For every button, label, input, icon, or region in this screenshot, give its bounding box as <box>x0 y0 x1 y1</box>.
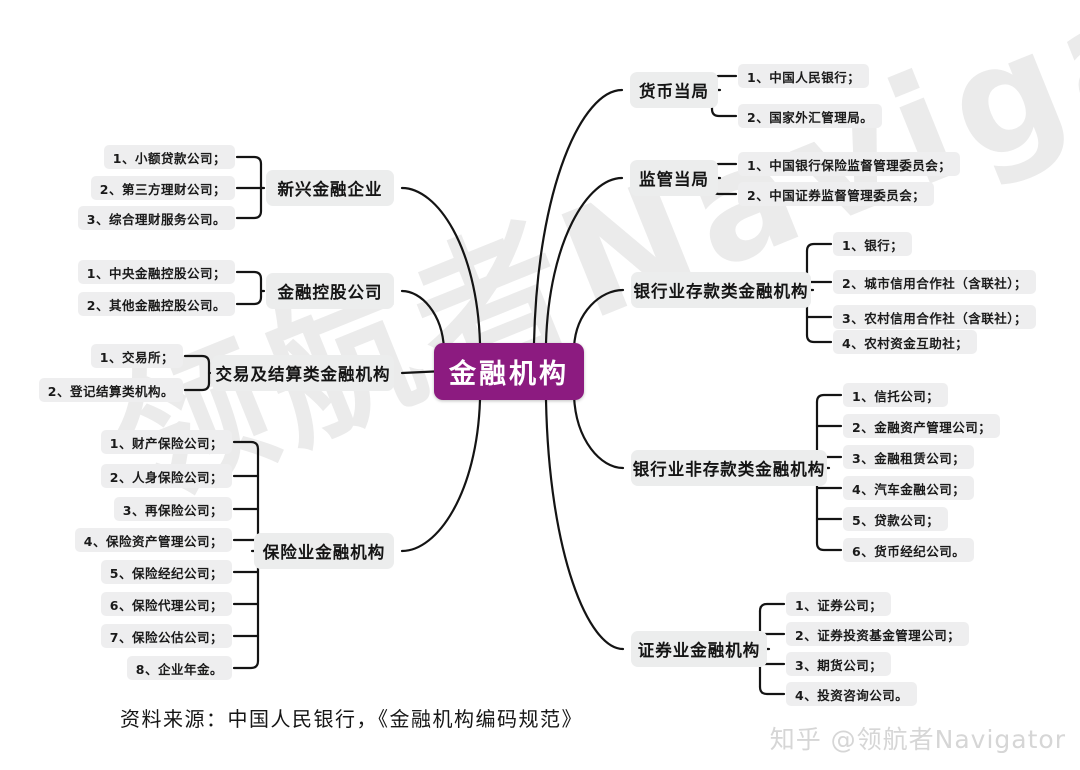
branch-trading-settlement[interactable]: 交易及结算类金融机构 <box>212 355 394 391</box>
leaf-item[interactable]: 2、其他金融控股公司。 <box>77 292 235 316</box>
leaf-item[interactable]: 4、投资咨询公司。 <box>786 682 918 706</box>
leaf-label: 3、综合理财服务公司。 <box>86 211 226 227</box>
leaf-item[interactable]: 2、登记结算类机构。 <box>38 378 183 402</box>
leaf-item[interactable]: 1、证券公司； <box>786 592 892 616</box>
leaf-item[interactable]: 1、交易所； <box>90 344 183 368</box>
branch-label: 证券业金融机构 <box>637 641 761 660</box>
leaf-label: 7、保险公估公司； <box>109 629 223 645</box>
root-label: 金融机构 <box>449 359 569 390</box>
watermark-attribution: 知乎 @领航者Navigator <box>769 725 1066 754</box>
leaf-item[interactable]: 4、农村资金互助社； <box>833 330 978 354</box>
branch-insurance[interactable]: 保险业金融机构 <box>254 533 394 569</box>
leaf-item[interactable]: 3、综合理财服务公司。 <box>77 206 235 230</box>
leaf-label: 4、汽车金融公司； <box>852 481 966 497</box>
leaf-label: 1、中国银行保险监督管理委员会； <box>747 157 952 173</box>
leaf-label: 4、投资咨询公司。 <box>795 687 909 703</box>
source-citation: 资料来源：中国人民银行，《金融机构编码规范》 <box>120 707 583 731</box>
branch-label: 监管当局 <box>639 170 709 189</box>
leaf-label: 2、国家外汇管理局。 <box>747 109 874 125</box>
leaf-label: 2、第三方理财公司； <box>99 181 226 197</box>
leaf-label: 1、中国人民银行； <box>747 69 861 85</box>
leaf-label: 4、保险资产管理公司； <box>83 533 223 549</box>
leaf-item[interactable]: 4、保险资产管理公司； <box>74 528 232 552</box>
leaf-item[interactable]: 1、财产保险公司； <box>100 430 232 454</box>
leaf-item[interactable]: 1、银行； <box>833 232 913 256</box>
leaf-label: 8、企业年金。 <box>135 661 223 677</box>
leaf-label: 2、证券投资基金管理公司； <box>795 627 961 643</box>
leaf-label: 3、再保险公司； <box>122 502 223 518</box>
leaf-item[interactable]: 2、第三方理财公司； <box>90 176 235 200</box>
branch-label: 银行业非存款类金融机构 <box>632 460 826 479</box>
leaf-label: 2、其他金融控股公司。 <box>86 297 226 313</box>
leaf-item[interactable]: 3、金融租赁公司； <box>843 445 975 469</box>
leaf-label: 3、期货公司； <box>795 657 883 673</box>
branch-banking-non-deposit[interactable]: 银行业非存款类金融机构 <box>631 450 827 486</box>
leaf-label: 5、贷款公司； <box>852 512 940 528</box>
leaf-item[interactable]: 2、金融资产管理公司； <box>843 414 1001 438</box>
branch-financial-holding[interactable]: 金融控股公司 <box>266 273 394 309</box>
leaf-item[interactable]: 1、中国人民银行； <box>738 64 870 88</box>
leaf-item[interactable]: 2、国家外汇管理局。 <box>738 104 883 128</box>
leaf-item[interactable]: 1、中国银行保险监督管理委员会； <box>738 152 961 176</box>
leaf-item[interactable]: 2、城市信用合作社（含联社）； <box>833 270 1036 294</box>
leaf-label: 2、城市信用合作社（含联社）； <box>842 275 1027 291</box>
branch-label: 货币当局 <box>639 82 709 101</box>
leaf-item[interactable]: 2、证券投资基金管理公司； <box>786 622 970 646</box>
branch-securities[interactable]: 证券业金融机构 <box>631 631 767 667</box>
leaf-label: 2、中国证券监督管理委员会； <box>747 187 926 203</box>
leaf-item[interactable]: 8、企业年金。 <box>126 656 232 680</box>
leaf-label: 1、中央金融控股公司； <box>86 265 226 281</box>
branch-banking-deposit[interactable]: 银行业存款类金融机构 <box>631 272 811 308</box>
leaf-label: 1、信托公司； <box>852 388 940 404</box>
leaf-label: 6、保险代理公司； <box>109 597 223 613</box>
branch-label: 银行业存款类金融机构 <box>633 282 809 301</box>
leaf-label: 2、金融资产管理公司； <box>852 419 992 435</box>
leaf-item[interactable]: 1、小额贷款公司； <box>103 145 235 169</box>
branch-emerging-finance[interactable]: 新兴金融企业 <box>266 170 394 206</box>
leaf-label: 6、货币经纪公司。 <box>852 543 966 559</box>
root-node[interactable]: 金融机构 <box>434 343 584 400</box>
leaf-label: 1、财产保险公司； <box>109 435 223 451</box>
leaf-label: 1、小额贷款公司； <box>112 150 226 166</box>
branch-monetary-authority[interactable]: 货币当局 <box>630 72 718 108</box>
leaf-item[interactable]: 1、中央金融控股公司； <box>77 260 235 284</box>
branch-label: 保险业金融机构 <box>262 543 386 562</box>
leaf-label: 2、人身保险公司； <box>109 469 223 485</box>
leaf-item[interactable]: 5、贷款公司； <box>843 507 949 531</box>
branch-regulatory-authority[interactable]: 监管当局 <box>630 160 718 196</box>
leaf-label: 5、保险经纪公司； <box>109 565 223 581</box>
branch-label: 新兴金融企业 <box>277 180 383 199</box>
leaf-label: 1、交易所； <box>99 349 174 365</box>
leaf-label: 3、农村信用合作社（含联社）； <box>842 310 1027 326</box>
branch-label: 交易及结算类金融机构 <box>215 365 391 384</box>
leaf-item[interactable]: 5、保险经纪公司； <box>100 560 232 584</box>
leaf-item[interactable]: 3、再保险公司； <box>113 497 232 521</box>
leaf-item[interactable]: 6、保险代理公司； <box>100 592 232 616</box>
leaf-item[interactable]: 2、人身保险公司； <box>100 464 232 488</box>
leaf-item[interactable]: 7、保险公估公司； <box>100 624 232 648</box>
leaf-item[interactable]: 4、汽车金融公司； <box>843 476 975 500</box>
leaf-label: 1、证券公司； <box>795 597 883 613</box>
branch-label: 金融控股公司 <box>277 283 383 302</box>
leaf-item[interactable]: 2、中国证券监督管理委员会； <box>738 182 935 206</box>
leaf-item[interactable]: 3、农村信用合作社（含联社）； <box>833 305 1036 329</box>
leaf-label: 4、农村资金互助社； <box>842 335 969 351</box>
leaf-label: 2、登记结算类机构。 <box>47 383 174 399</box>
leaf-item[interactable]: 3、期货公司； <box>786 652 892 676</box>
leaf-label: 1、银行； <box>842 237 904 253</box>
leaf-label: 3、金融租赁公司； <box>852 450 966 466</box>
leaf-item[interactable]: 6、货币经纪公司。 <box>843 538 975 562</box>
leaf-item[interactable]: 1、信托公司； <box>843 383 949 407</box>
